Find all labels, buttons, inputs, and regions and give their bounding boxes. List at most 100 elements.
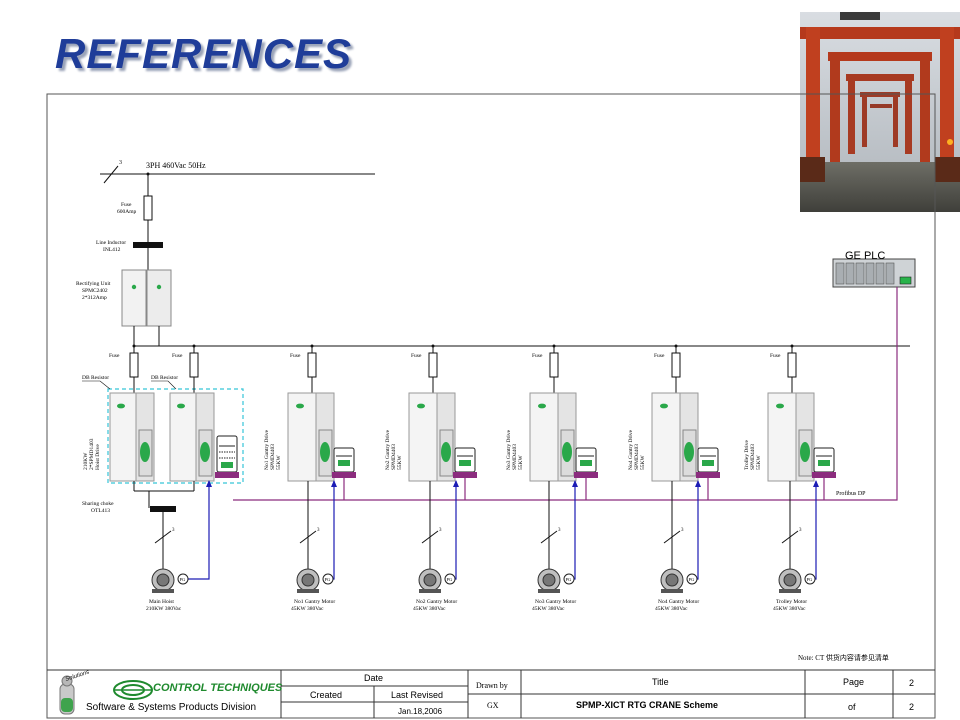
encoder-line [333, 481, 335, 580]
motor-rating: 45KW 380Vac [773, 606, 806, 612]
pg-label: PG [566, 577, 573, 582]
phase-count: 3 [799, 528, 802, 533]
logo-name: CONTROL TECHNIQUES [153, 682, 283, 694]
motor-rating: 45KW 380Vac [655, 606, 688, 612]
drive-label-line: No3 Gantry Drive [506, 429, 512, 470]
bus-connector [332, 472, 356, 478]
motor-label: No1 Gantry Motor [294, 599, 335, 605]
hoist-fuse-1-label: Fuse [109, 353, 120, 359]
phase-count: 3 [439, 528, 442, 533]
drive-keypad [441, 442, 451, 462]
ge-plc [832, 258, 916, 288]
motor-rating: 45KW 380Vac [291, 606, 324, 612]
motor-base [152, 589, 174, 593]
title-value: SPMP-XICT RTG CRANE Scheme [576, 700, 718, 710]
drive-label-line: SPMD4403 [634, 444, 640, 470]
motor-base [297, 589, 319, 593]
phase-tick [154, 530, 172, 544]
fuse [671, 352, 681, 378]
fuse-label: Fuse [770, 353, 781, 359]
drive-label-line: No4 Gantry Drive [628, 429, 634, 470]
encoder-line [455, 481, 457, 580]
main-fuse [143, 195, 153, 221]
drive-label-line: 55KW [397, 455, 403, 470]
phase-tick [781, 530, 799, 544]
fuse-label: Fuse [411, 353, 422, 359]
phase-tick [421, 530, 439, 544]
title-block [47, 669, 935, 718]
rectifier-module-2 [146, 269, 172, 327]
drive-label-line: 55KW [640, 455, 646, 470]
phase-tick [663, 530, 681, 544]
phase-count: 3 [681, 528, 684, 533]
encoder-arrow [453, 480, 459, 487]
motor-rating: 210KW 380Vac [146, 606, 182, 612]
drive-led [776, 403, 784, 409]
line-inductor-model: INL412 [103, 247, 121, 253]
encoder-line [815, 481, 817, 580]
drive-led [417, 403, 425, 409]
rectifier-rating: 2*312Amp [82, 295, 107, 301]
fuse [787, 352, 797, 378]
logo-small: Solutions [65, 670, 90, 683]
hoist-drive-2 [169, 392, 215, 482]
rtg-crane-photo [800, 12, 960, 212]
motor-rating: 45KW 380Vac [532, 606, 565, 612]
encoder-line [574, 481, 576, 580]
hoist-fuse-1 [129, 352, 139, 378]
phase-tick [299, 530, 317, 544]
hoist-drive-label-1: Hoist Drive [95, 444, 101, 470]
motor-base [538, 589, 560, 593]
drawn-by-name: GX [487, 701, 499, 710]
encoder-arrow [695, 480, 701, 487]
encoder-arrow [206, 480, 212, 487]
phase-tick [540, 530, 558, 544]
phase-count: 3 [317, 528, 320, 533]
phase-tick [103, 165, 119, 184]
hoist-db-resistor-2: DB Resistor [151, 375, 178, 381]
control-techniques-logo [59, 675, 153, 715]
main-fuse-rating: 600Amp [117, 209, 137, 215]
motor-base [661, 589, 683, 593]
sharing-choke-label: Sharing choke [82, 501, 114, 507]
supply-phase-count: 3 [119, 160, 122, 166]
rectifier-label: Rectifying Unit [76, 280, 111, 287]
drawn-by-label: Drawn by [476, 681, 508, 690]
fuse [307, 352, 317, 378]
fuse-label: Fuse [532, 353, 543, 359]
rectifier-model: SPMC2402 [82, 288, 108, 294]
bus-connector [696, 472, 720, 478]
fuse-label: Fuse [654, 353, 665, 359]
pg-encoder [563, 573, 575, 585]
drive-label-line: SPMD4403 [391, 444, 397, 470]
last-revised-label: Last Revised [391, 690, 443, 700]
pg-label: PG [325, 577, 332, 582]
fuse-label: Fuse [290, 353, 301, 359]
pg-label: PG [689, 577, 696, 582]
slide-title: REFERENCES [55, 30, 353, 77]
pg-label: PG [447, 577, 454, 582]
fuse [428, 352, 438, 378]
motor-label: No4 Gantry Motor [658, 599, 699, 605]
drive-keypad [320, 442, 330, 462]
hoist-drive-label-2: 2*SPMD1403 [89, 438, 95, 470]
motor-label: No3 Gantry Motor [535, 599, 576, 605]
sharing-choke-model: OTL413 [91, 508, 110, 514]
hoist-drive-frame [107, 388, 244, 484]
sharing-choke [150, 506, 176, 512]
bus-connector [453, 472, 477, 478]
motor-label: Main Hoist [149, 599, 174, 605]
profibus-label: Profibus DP [836, 490, 866, 497]
drive-led [660, 403, 668, 409]
drive-keypad [800, 442, 810, 462]
pg-encoder [804, 573, 816, 585]
hoist-fuse-2 [189, 352, 199, 378]
